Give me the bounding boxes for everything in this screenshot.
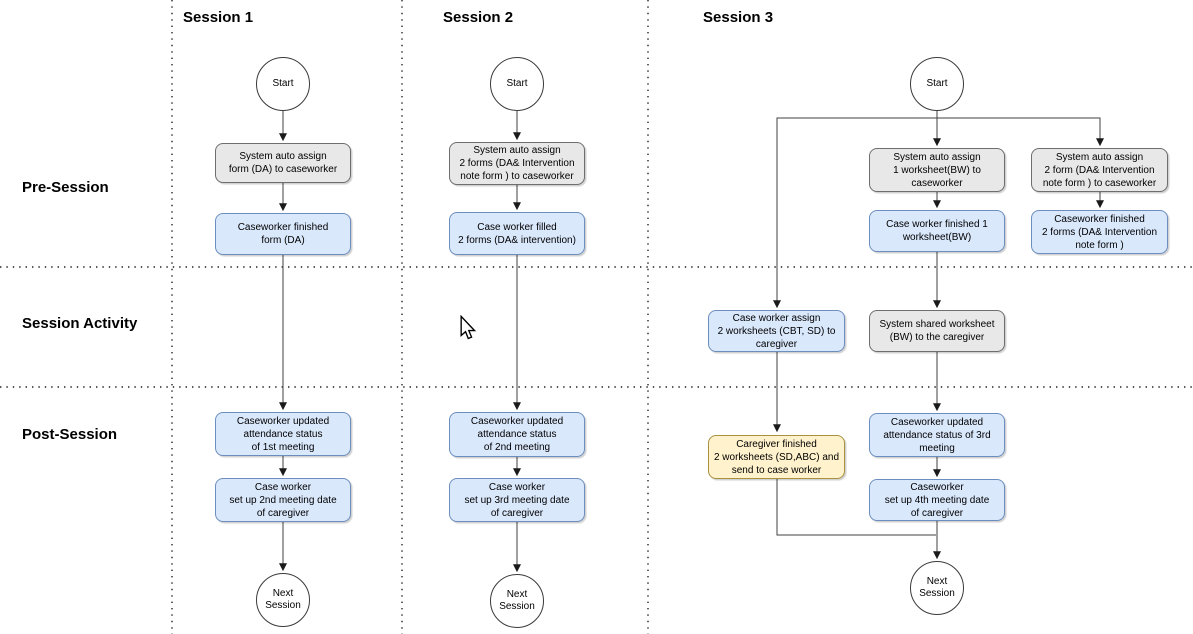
process-s3-setup-meeting: Caseworker set up 4th meeting date of ca… xyxy=(869,479,1005,521)
next-session-node-session-3: Next Session xyxy=(910,561,964,615)
process-label: Caseworker updated attendance status of … xyxy=(883,416,991,454)
process-label: Caseworker updated attendance status of … xyxy=(236,415,330,453)
process-label: Caseworker set up 4th meeting date of ca… xyxy=(884,481,990,519)
next-session-node-session-2: Next Session xyxy=(490,574,544,628)
process-label: System auto assign 2 forms (DA& Interven… xyxy=(459,145,575,182)
column-header-session-3: Session 3 xyxy=(703,9,774,26)
process-label: Case worker filled 2 forms (DA& interven… xyxy=(458,221,576,246)
process-s3-attendance-updated: Caseworker updated attendance status of … xyxy=(869,413,1005,457)
process-s3-assign-caregiver-worksheets: Case worker assign 2 worksheets (CBT, SD… xyxy=(708,310,845,352)
process-label: Case worker finished 1 worksheet(BW) xyxy=(886,219,988,243)
process-label: Caseworker finished form (DA) xyxy=(237,222,329,246)
process-s1-attendance-updated: Caseworker updated attendance status of … xyxy=(215,412,351,456)
process-s1-auto-assign: System auto assign form (DA) to casework… xyxy=(215,143,351,183)
start-label: Start xyxy=(926,77,948,89)
process-s1-caseworker-finished: Caseworker finished form (DA) xyxy=(215,213,351,255)
process-s3-caregiver-finished: Caregiver finished 2 worksheets (SD,ABC)… xyxy=(708,435,845,479)
row-label-session-activity: Session Activity xyxy=(22,315,138,332)
start-node-session-1: Start xyxy=(256,57,310,111)
mouse-cursor-icon xyxy=(460,315,477,340)
process-label: System auto assign 2 form (DA& Intervent… xyxy=(1042,151,1157,189)
process-s3-finished-bw: Case worker finished 1 worksheet(BW) xyxy=(869,210,1005,252)
process-label: System shared worksheet (BW) to the care… xyxy=(879,319,995,343)
row-label-pre-session: Pre-Session xyxy=(22,179,109,196)
process-s2-attendance-updated: Caseworker updated attendance status of … xyxy=(449,412,585,457)
column-header-session-1: Session 1 xyxy=(183,9,254,26)
process-s2-setup-meeting: Case worker set up 3rd meeting date of c… xyxy=(449,478,585,522)
process-label: Caseworker finished 2 forms (DA& Interve… xyxy=(1041,213,1158,251)
next-session-node-session-1: Next Session xyxy=(256,573,310,627)
process-label: System auto assign form (DA) to casework… xyxy=(228,151,338,175)
process-s2-auto-assign: System auto assign 2 forms (DA& Interven… xyxy=(449,142,585,185)
next-session-label: Next Session xyxy=(265,587,301,612)
process-s2-caseworker-filled: Case worker filled 2 forms (DA& interven… xyxy=(449,212,585,255)
start-node-session-2: Start xyxy=(490,57,544,111)
start-label: Start xyxy=(506,77,528,89)
start-label: Start xyxy=(272,77,294,89)
edge-s3-branch-right xyxy=(937,117,1104,147)
start-node-session-3: Start xyxy=(910,57,964,111)
next-session-label: Next Session xyxy=(919,575,955,600)
process-label: Caseworker updated attendance status of … xyxy=(470,416,564,453)
process-label: Case worker set up 2nd meeting date of c… xyxy=(229,481,337,519)
process-label: Case worker assign 2 worksheets (CBT, SD… xyxy=(717,312,836,350)
process-label: Caregiver finished 2 worksheets (SD,ABC)… xyxy=(713,438,840,476)
next-session-label: Next Session xyxy=(499,588,535,613)
process-s3-finished-da: Caseworker finished 2 forms (DA& Interve… xyxy=(1031,210,1168,254)
process-s1-setup-meeting: Case worker set up 2nd meeting date of c… xyxy=(215,478,351,522)
process-s3-auto-assign-da: System auto assign 2 form (DA& Intervent… xyxy=(1031,148,1168,192)
process-s3-shared-bw: System shared worksheet (BW) to the care… xyxy=(869,310,1005,352)
row-label-post-session: Post-Session xyxy=(22,426,118,443)
process-label: System auto assign 1 worksheet(BW) to ca… xyxy=(893,151,981,189)
process-label: Case worker set up 3rd meeting date of c… xyxy=(464,481,570,519)
process-s3-auto-assign-bw: System auto assign 1 worksheet(BW) to ca… xyxy=(869,148,1005,192)
column-header-session-2: Session 2 xyxy=(443,9,514,26)
